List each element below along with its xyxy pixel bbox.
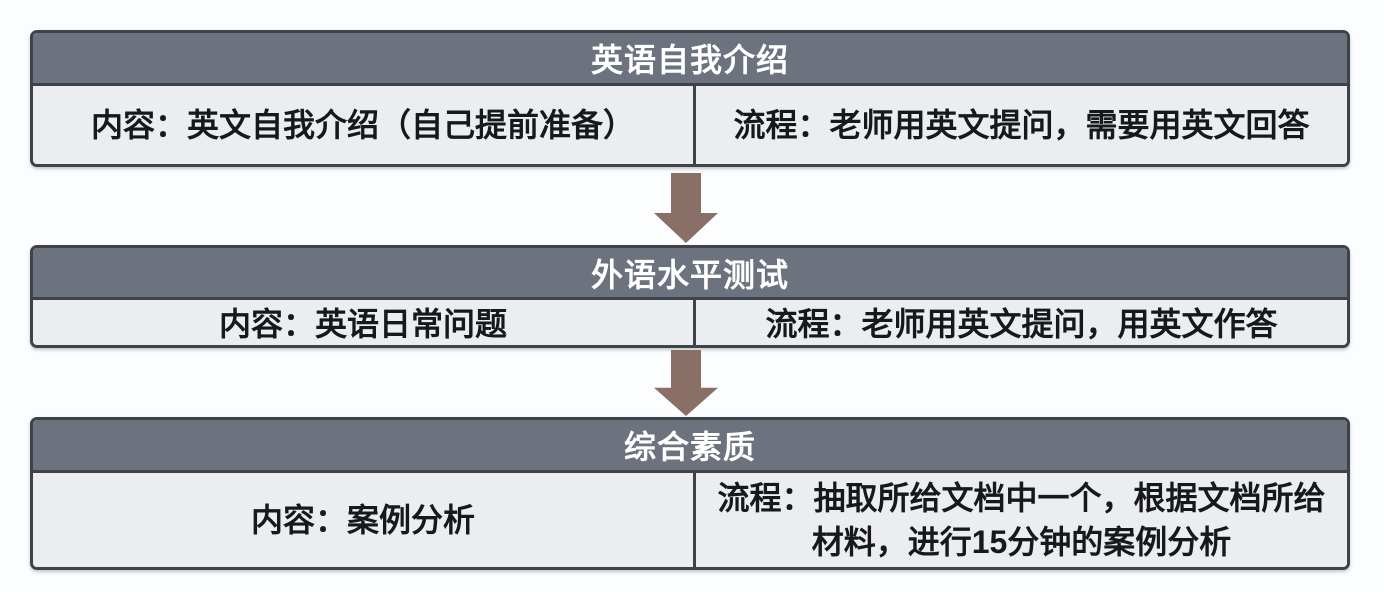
content-cell: 内容：英文自我介绍（自己提前准备）	[90, 107, 635, 143]
process-cell: 流程：抽取所给文档中一个，根据文档所给材料，进行15分钟的案例分析	[693, 473, 1347, 567]
step-body: 内容：英文自我介绍（自己提前准备） 流程：老师用英文提问，需要用英文回答	[33, 86, 1347, 164]
step-body: 内容：英语日常问题 流程：老师用英文提问，用英文作答	[33, 300, 1347, 345]
step-body: 内容：案例分析 流程：抽取所给文档中一个，根据文档所给材料，进行15分钟的案例分…	[33, 473, 1347, 567]
process-cell: 流程：老师用英文提问，用英文作答	[693, 300, 1347, 345]
down-arrow-icon	[652, 173, 720, 243]
step-panel-english-self-intro: 英语自我介绍 内容：英文自我介绍（自己提前准备） 流程：老师用英文提问，需要用英…	[30, 30, 1350, 167]
step-title: 英语自我介绍	[33, 33, 1347, 86]
step-panel-language-test: 外语水平测试 内容：英语日常问题 流程：老师用英文提问，用英文作答	[30, 245, 1350, 348]
step-title: 综合素质	[33, 420, 1347, 473]
step-title: 外语水平测试	[33, 248, 1347, 300]
down-arrow-icon	[652, 350, 720, 416]
step-panel-comprehensive-quality: 综合素质 内容：案例分析 流程：抽取所给文档中一个，根据文档所给材料，进行15分…	[30, 417, 1350, 570]
content-cell: 内容：案例分析	[250, 502, 475, 538]
process-cell: 流程：老师用英文提问，需要用英文回答	[693, 86, 1347, 164]
content-cell: 内容：英语日常问题	[218, 306, 507, 342]
